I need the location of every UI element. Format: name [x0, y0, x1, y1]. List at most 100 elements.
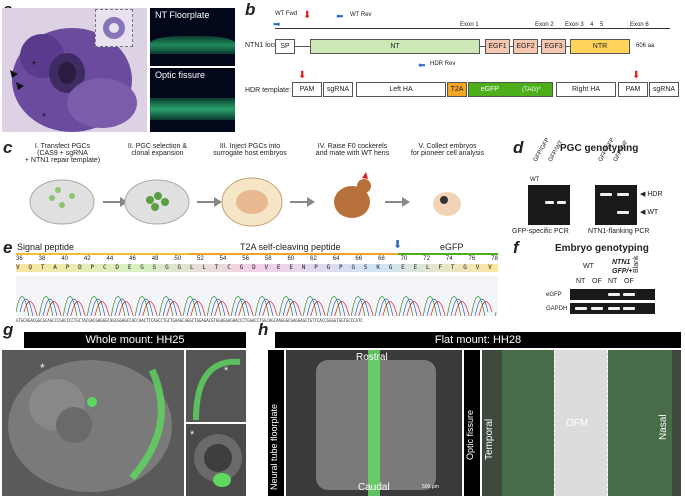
wt-rev-arrow-icon: ⬅: [336, 11, 344, 21]
optic-cup-illustration: [103, 17, 125, 39]
exon1-label: Exon 1: [460, 22, 479, 28]
gfp-specific-caption: GFP-specific PCR: [512, 228, 569, 235]
exon4-label: 4: [590, 22, 594, 28]
nasal-label: Nasal: [658, 414, 669, 440]
residue-number: 56: [242, 256, 249, 262]
gel-band: [557, 201, 566, 204]
exon3-label: Exon 3: [565, 22, 584, 28]
residue-number: 60: [287, 256, 295, 262]
wt-fwd-arrow-icon: ➡: [273, 19, 281, 29]
whole-mount-eye-image: *: [186, 424, 246, 496]
hdr-band-label: ◀ HDR: [640, 191, 663, 198]
residue-number: 76: [468, 256, 476, 262]
nt-floorplate-image: NT Floorplate: [150, 8, 235, 66]
residue-number: 40: [61, 256, 68, 262]
ntn1-locus-label: NTN1 locus:: [245, 42, 284, 49]
workflow-step-3: III. Inject PGCs into surrogate host emb…: [213, 143, 287, 157]
optic-fissure-side-label: Optic fissure: [464, 350, 480, 496]
nt-floorplate-title: NT Floorplate: [155, 10, 210, 20]
optic-fissure-flatmount-image: Temporal Nasal OFM: [482, 350, 681, 496]
pgc-genotyping-title: PGC genotyping: [560, 143, 639, 154]
residue-number: 42: [83, 256, 91, 262]
workflow-step-4: IV. Raise F0 cockerels and mate with WT …: [315, 143, 390, 157]
f-row-gapdh: GAPDH: [546, 306, 568, 312]
svg-text:*: *: [40, 361, 45, 375]
panel-f-label: f: [513, 238, 519, 257]
residue-number: 50: [174, 256, 182, 262]
f-lane-of-2: OF: [624, 278, 634, 285]
residue-number: 62: [310, 256, 317, 262]
egfp-box: eGFP (TAG)*: [468, 82, 553, 97]
whole-mount-header: Whole mount: HH25: [24, 332, 246, 348]
workflow-step-2: II. PGC selection & clonal expansion: [127, 143, 188, 157]
tag-label: (TAG)*: [522, 86, 541, 93]
ntn1-flanking-caption: NTN1-flanking PCR: [588, 228, 650, 235]
wt-fwd-label: WT Fwd: [275, 11, 298, 17]
chromatogram-trace: [16, 276, 498, 316]
f-ntn1-label: NTN1: [612, 259, 631, 266]
gel-band: [575, 307, 587, 310]
residue-number: 44: [106, 256, 114, 262]
egf1-domain: EGF1: [485, 39, 510, 54]
cleavage-arrow-icon: ⬇: [393, 239, 403, 251]
optic-cup-inset-image: [95, 9, 133, 47]
sp-domain: SP: [275, 39, 295, 54]
amino-acid-row: V Q T A P D P C D E G S G G L L T C G D …: [16, 264, 498, 272]
t2a-peptide-label: T2A self-cleaving peptide: [240, 242, 341, 252]
panel-c-label: c: [3, 138, 13, 157]
workflow-step-1: I. Transfect PGCs (CAS9 + sgRNA + NTN1 r…: [24, 143, 101, 164]
left-ha-box: Left HA: [356, 82, 446, 97]
residue-number: 58: [264, 256, 272, 262]
gel-band: [608, 307, 620, 310]
residue-number: 64: [332, 256, 340, 262]
f-lane-blank: Blank: [633, 255, 640, 273]
egfp-label: eGFP: [480, 86, 499, 93]
embryo-egfp-gel: [570, 289, 655, 300]
exon6-label: Exon 6: [630, 22, 649, 28]
residue-number: 46: [129, 256, 136, 262]
f-lane-nt-1: NT: [576, 278, 586, 285]
svg-text:*: *: [190, 429, 195, 441]
optic-fissure-image: Optic fissure: [150, 68, 235, 132]
rostral-label: Rostral: [356, 352, 388, 363]
f-row-egfp: eGFP: [546, 292, 562, 298]
wt-rev-label: WT Rev: [350, 12, 372, 18]
f-wt-label: WT: [583, 263, 594, 270]
hdr-template-label: HDR template:: [245, 87, 291, 94]
gel-band: [617, 211, 629, 214]
residue-number: 72: [423, 256, 430, 262]
exon2-label: Exon 2: [535, 22, 554, 28]
wt-band-label: ◀ WT: [640, 209, 659, 216]
svg-text:*: *: [32, 60, 36, 71]
gel-band: [600, 193, 612, 196]
ntn1-flanking-gel: [595, 185, 637, 225]
residue-number: 74: [445, 256, 453, 262]
pam-box-right: PAM: [618, 82, 648, 97]
cut-site-arrow-icon: ⬇: [303, 10, 312, 21]
panel-b-label: b: [245, 0, 256, 19]
svg-text:*: *: [42, 112, 46, 123]
gel-band: [608, 293, 620, 296]
neural-tube-floorplate-text: Neural tube floorplate: [269, 403, 279, 490]
right-ha-box: Right HA: [556, 82, 616, 97]
sgrna-box-right: sgRNA: [649, 82, 679, 97]
ofm-label: OFM: [566, 418, 589, 429]
panel-e-label: e: [3, 238, 13, 257]
residue-number: 70: [400, 256, 408, 262]
gel-band: [591, 307, 603, 310]
ntr-domain: NTR: [570, 39, 630, 54]
svg-text:*: *: [224, 365, 229, 377]
t2a-box: T2A: [447, 82, 467, 97]
exon5-label: 5: [600, 22, 604, 28]
exon-line: [275, 28, 670, 29]
signal-bar: [16, 253, 188, 255]
whole-mount-embryo-illustration: *: [8, 360, 172, 492]
wt-text: WT: [647, 209, 659, 216]
pam-box-left: PAM: [292, 82, 322, 97]
egfp-bar: [398, 253, 498, 255]
residue-number: 52: [197, 256, 204, 262]
eye-illustration: *: [190, 429, 242, 487]
nt-domain: NT: [310, 39, 480, 54]
embryo-illustration: * *: [10, 28, 137, 132]
caudal-label: Caudal: [358, 482, 390, 493]
